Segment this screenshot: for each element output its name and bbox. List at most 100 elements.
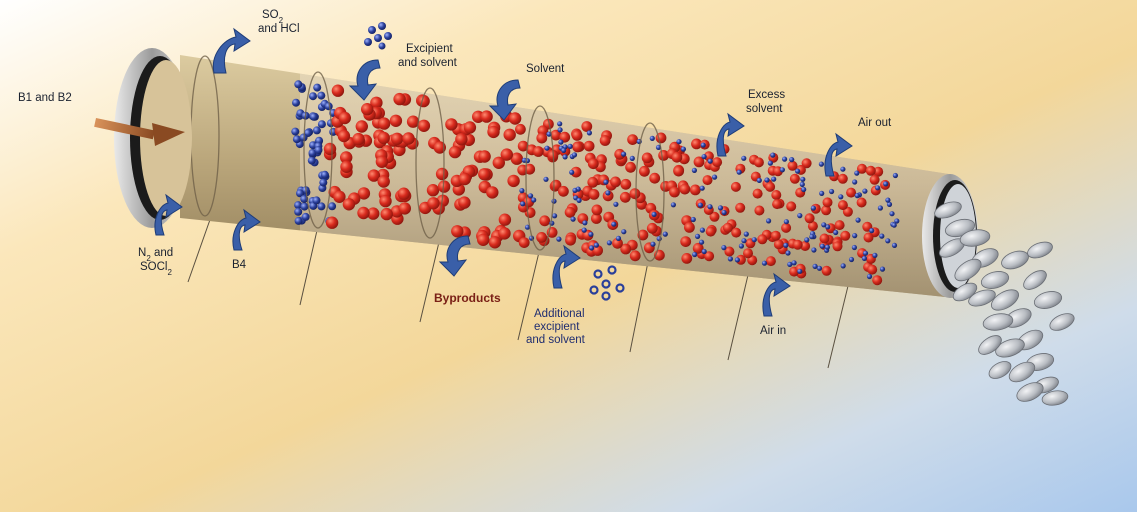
red-particle [712, 157, 722, 167]
blue-particle [752, 237, 757, 242]
red-particle [451, 225, 463, 237]
blue-particle [708, 159, 713, 164]
red-particle [357, 207, 369, 219]
blue-particle [701, 143, 706, 148]
red-particle [866, 166, 876, 176]
blue-particle [699, 240, 704, 245]
blue-particle [294, 80, 302, 88]
blue-particle [663, 232, 668, 237]
red-particle [399, 202, 411, 214]
blue-particle [712, 175, 717, 180]
blue-particle [852, 245, 857, 250]
red-particle [519, 237, 530, 248]
blue-particle [841, 263, 846, 268]
blue-particle [671, 202, 676, 207]
blue-particle [789, 157, 794, 162]
blue-particle [811, 206, 816, 211]
blue-particle [605, 190, 610, 195]
blue-particle [854, 171, 859, 176]
red-particle [630, 188, 641, 199]
blue-particle [582, 220, 587, 225]
red-particle [459, 173, 471, 185]
blue-particle [557, 121, 562, 126]
blue-particle [787, 262, 792, 267]
blue-particle [544, 146, 549, 151]
red-particle [356, 120, 368, 132]
red-particle [610, 177, 621, 188]
blue-particle [869, 228, 874, 233]
red-particle [822, 266, 832, 276]
blue-particle [820, 244, 825, 249]
red-particle [499, 214, 511, 226]
label-air-out: Air out [858, 117, 892, 129]
blue-particle [587, 130, 592, 135]
red-particle [487, 126, 499, 138]
red-particle [458, 196, 470, 208]
label-additional-line1: Additional [534, 308, 585, 320]
blue-particle [291, 128, 299, 136]
red-particle [536, 232, 547, 243]
blue-particle [315, 146, 323, 154]
blue-particle [721, 245, 726, 250]
blue-particle [295, 217, 303, 225]
red-particle [753, 189, 763, 199]
red-particle [731, 182, 741, 192]
red-particle [477, 234, 489, 246]
red-particle [781, 223, 791, 233]
red-particle [565, 235, 576, 246]
blue-particle [883, 181, 888, 186]
blue-particle [577, 198, 582, 203]
red-particle [723, 223, 733, 233]
blue-particle [707, 204, 712, 209]
blue-particle [819, 191, 824, 196]
blue-particle [569, 170, 574, 175]
red-particle [757, 234, 767, 244]
red-particle [630, 250, 641, 261]
blue-particle [737, 170, 742, 175]
red-particle [672, 152, 683, 163]
label-additional-line3: and solvent [526, 334, 586, 346]
blue-particle [681, 147, 686, 152]
label-and-hcl: and HCl [258, 23, 300, 35]
red-particle [649, 173, 660, 184]
red-particle [486, 186, 498, 198]
blue-particle [603, 180, 608, 185]
blue-particle [872, 253, 877, 258]
red-particle [378, 132, 390, 144]
blue-particle [652, 212, 657, 217]
red-particle [805, 213, 815, 223]
blue-particle [797, 269, 802, 274]
blue-particle [558, 140, 563, 145]
red-particle [669, 187, 680, 198]
blue-particle [607, 240, 612, 245]
blue-particle [572, 188, 577, 193]
red-particle [835, 220, 845, 230]
label-additional-line2: excipient [534, 321, 580, 333]
blue-particle [885, 198, 890, 203]
label-b4: B4 [232, 259, 247, 271]
blue-particle [852, 179, 857, 184]
red-particle [565, 207, 576, 218]
blue-particle [892, 243, 897, 248]
blue-particle [856, 218, 861, 223]
label-byproducts: Byproducts [434, 291, 501, 305]
red-particle [418, 120, 430, 132]
blue-particle [293, 135, 301, 143]
blue-particle [722, 210, 727, 215]
blue-particle [328, 202, 336, 210]
red-particle [706, 227, 716, 237]
blue-particle [702, 249, 707, 254]
red-particle [381, 208, 393, 220]
blue-particle [319, 179, 327, 187]
red-particle [703, 175, 713, 185]
blue-particle [862, 189, 867, 194]
red-particle [587, 177, 598, 188]
blue-particle [556, 237, 561, 242]
blue-particle [879, 234, 884, 239]
blue-particle [819, 162, 824, 167]
blue-particle [833, 230, 838, 235]
blue-particle [525, 158, 530, 163]
blue-particle [849, 257, 854, 262]
red-particle [588, 158, 599, 169]
blue-particle [700, 186, 705, 191]
